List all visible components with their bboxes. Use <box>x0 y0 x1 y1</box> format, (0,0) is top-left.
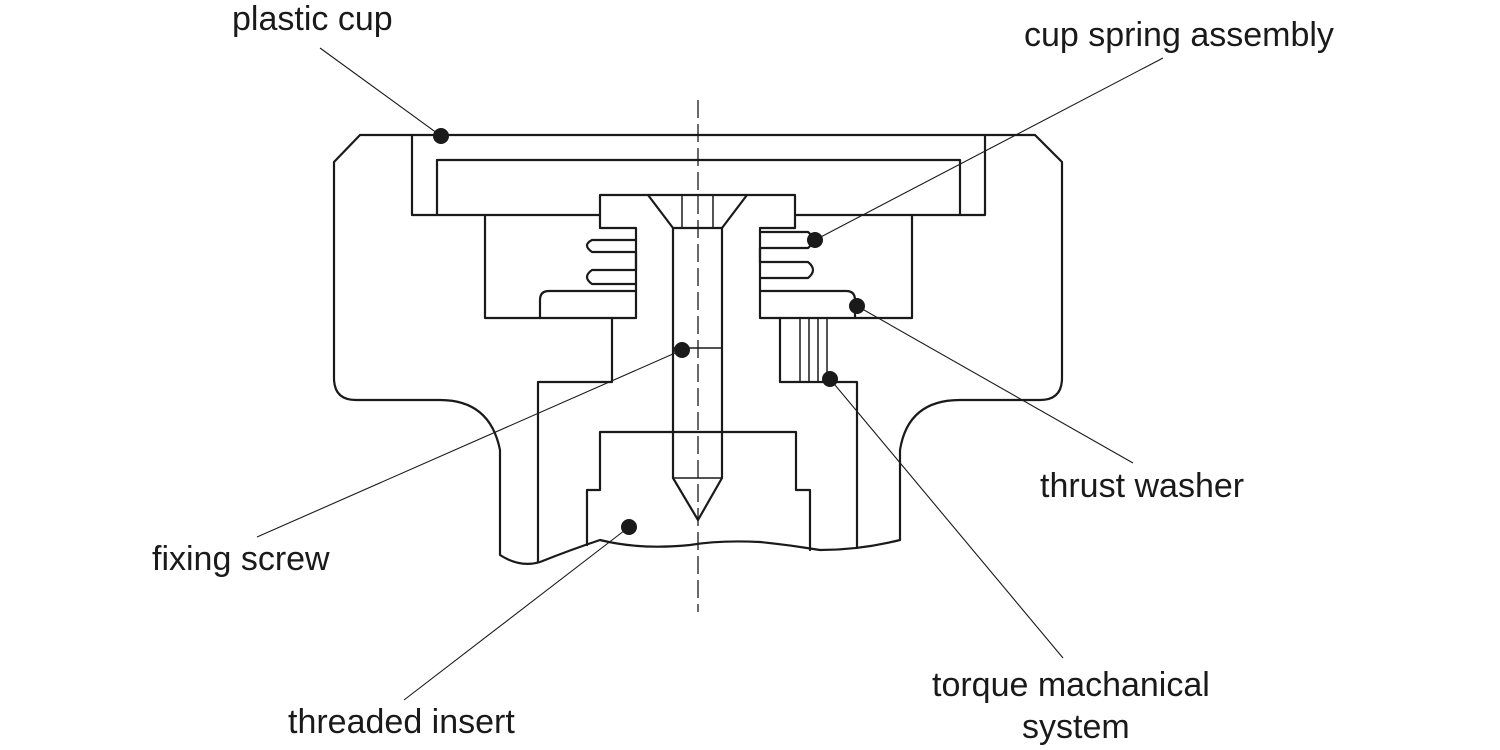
dot-fixing-screw <box>674 342 690 358</box>
spring-housing-right <box>853 213 914 320</box>
label-plastic-cup: plastic cup <box>232 0 393 38</box>
plastic-cup-outer <box>410 133 987 217</box>
left-lower-housing <box>536 316 614 564</box>
dot-plastic-cup <box>433 128 449 144</box>
leader-cup-spring <box>814 57 1164 241</box>
dot-threaded-insert <box>621 519 637 535</box>
leader-torque <box>829 378 1064 659</box>
cup-spring-right <box>758 230 815 280</box>
torque-pin-1 <box>799 317 810 383</box>
leader-thrust-washer <box>856 305 1134 464</box>
dot-cup-spring <box>807 232 823 248</box>
spring-housing-left <box>483 213 542 320</box>
dot-torque <box>822 371 838 387</box>
screw-hub <box>538 213 638 320</box>
label-torque-line2: system <box>1022 708 1130 746</box>
screw-shank <box>671 226 724 522</box>
label-threaded-insert: threaded insert <box>288 703 515 741</box>
label-cup-spring-assembly: cup spring assembly <box>1024 16 1334 54</box>
plastic-cup-inner <box>435 158 962 217</box>
label-fixing-screw: fixing screw <box>152 540 330 578</box>
leader-plastic-cup <box>319 47 442 137</box>
knob-body-outline <box>332 133 1064 565</box>
screw-hub-right <box>758 213 857 320</box>
label-torque-line1: torque machanical <box>932 666 1210 704</box>
threaded-insert <box>585 430 812 552</box>
screw-head <box>646 193 749 230</box>
leader-fixing-screw <box>256 349 683 538</box>
cup-spring-left <box>585 238 638 286</box>
label-thrust-washer: thrust washer <box>1040 467 1244 505</box>
leader-threaded-insert <box>403 526 630 701</box>
torque-pin-2 <box>817 317 828 383</box>
dot-thrust-washer <box>849 298 865 314</box>
